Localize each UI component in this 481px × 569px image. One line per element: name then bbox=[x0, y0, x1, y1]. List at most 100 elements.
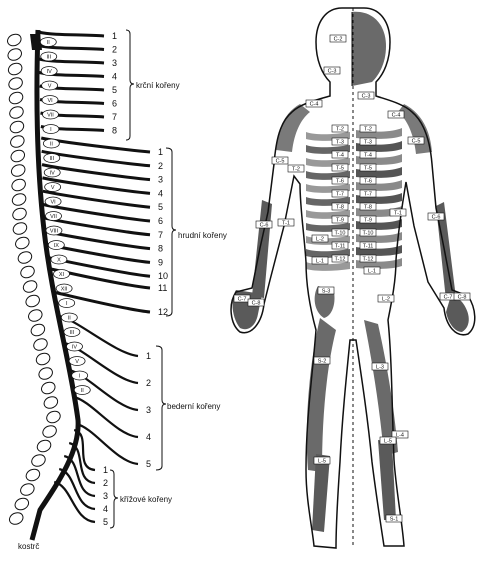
root-number: 1 bbox=[103, 465, 108, 475]
vertebra-label: IV bbox=[50, 171, 56, 177]
vertebra bbox=[34, 351, 51, 367]
vertebra bbox=[7, 61, 24, 77]
dermatome-tag: T-1 bbox=[394, 211, 402, 217]
dermatome-tag: T-4 bbox=[364, 153, 372, 159]
dermatome-tag: L-1 bbox=[368, 269, 376, 275]
dermatome-tag: L-5 bbox=[384, 439, 392, 445]
vertebra-label: VII bbox=[50, 214, 57, 220]
dermatome-tag: T-9 bbox=[364, 218, 372, 224]
vertebra bbox=[40, 380, 57, 396]
dermatome-tag: C-2 bbox=[334, 37, 343, 43]
vertebra bbox=[41, 424, 58, 440]
root-number: 2 bbox=[103, 478, 108, 488]
nerve-root bbox=[74, 397, 138, 437]
dermatome-tag: C-5 bbox=[412, 139, 421, 145]
dermatome-tag: C-7 bbox=[238, 297, 247, 303]
vertebra bbox=[9, 148, 26, 164]
vertebra-label: XI bbox=[59, 272, 65, 278]
root-number: 1 bbox=[112, 31, 117, 41]
dermatome-tag: T-11 bbox=[363, 244, 374, 250]
root-number: 10 bbox=[158, 271, 168, 281]
vertebra bbox=[6, 47, 23, 63]
vertebra-label: II bbox=[68, 316, 72, 322]
sacral-bracket bbox=[110, 470, 118, 528]
vertebra bbox=[42, 395, 59, 411]
dermatome-tag: T-8 bbox=[336, 205, 344, 211]
dermatome-tag: T-6 bbox=[364, 179, 372, 185]
root-number: 1 bbox=[146, 351, 151, 361]
root-number: 3 bbox=[112, 58, 117, 68]
vertebra-label: X bbox=[57, 258, 61, 264]
vertebra bbox=[32, 337, 49, 353]
dermatome-tag: C-3 bbox=[328, 69, 337, 75]
dermatome-tag: C-3 bbox=[362, 94, 371, 100]
root-number: 11 bbox=[158, 283, 167, 293]
vertebra-label: II bbox=[50, 142, 54, 148]
vertebra-label: II bbox=[47, 40, 51, 46]
dermatome-tag: T-2 bbox=[292, 167, 300, 173]
vertebra bbox=[7, 90, 24, 106]
root-number: 3 bbox=[158, 175, 163, 185]
dermatome-tag: T-10 bbox=[362, 231, 373, 237]
left-thigh-strip bbox=[307, 318, 336, 472]
root-number: 9 bbox=[158, 257, 163, 267]
vertebra bbox=[9, 134, 26, 150]
dermatome-tag: L-3 bbox=[376, 365, 384, 371]
dermatome-tag: S-1 bbox=[390, 517, 399, 523]
dermatome-tag: L-2 bbox=[382, 297, 390, 303]
lumbar-roots-label: bederní kořeny bbox=[167, 402, 220, 411]
vertebra bbox=[27, 308, 44, 324]
root-number: 3 bbox=[103, 491, 108, 501]
vertebra bbox=[8, 511, 25, 527]
root-number: 5 bbox=[146, 459, 151, 469]
dermatome-tag: C-6 bbox=[260, 223, 269, 229]
root-number: 8 bbox=[158, 244, 163, 254]
dermatome-tag: L-5 bbox=[318, 459, 326, 465]
cervical-bracket bbox=[126, 30, 134, 140]
dermatome-tag: C-4 bbox=[310, 102, 319, 108]
dermatome-tag: C-6 bbox=[432, 215, 441, 221]
dermatome-tag: C-5 bbox=[276, 159, 285, 165]
root-number: 2 bbox=[158, 161, 163, 171]
dermatome-tag: T-5 bbox=[336, 166, 344, 172]
root-number: 6 bbox=[158, 216, 163, 226]
lumbar-bracket bbox=[156, 346, 166, 470]
dermatome-tag: C-4 bbox=[392, 113, 401, 119]
vertebra-label: IX bbox=[54, 243, 60, 249]
dermatome-tag: S-3 bbox=[322, 289, 331, 295]
vertebra bbox=[10, 177, 27, 193]
vertebra bbox=[10, 192, 27, 208]
dermatome-tag: T-12 bbox=[362, 257, 373, 263]
dermatome-tag: T-12 bbox=[334, 257, 345, 263]
dermatome-tag: T-7 bbox=[364, 192, 372, 198]
vertebra-label: V bbox=[51, 185, 55, 191]
vertebra bbox=[7, 76, 24, 92]
dermatome-tag: T-2 bbox=[336, 127, 344, 133]
dermatome-tag: C-8 bbox=[252, 301, 261, 307]
root-number: 2 bbox=[146, 378, 151, 388]
root-number: 4 bbox=[146, 432, 151, 442]
thoracic-bracket bbox=[166, 148, 176, 316]
dermatome-tag: T-11 bbox=[335, 244, 346, 250]
root-number: 5 bbox=[112, 85, 117, 95]
vertebra bbox=[10, 163, 27, 179]
vertebra bbox=[6, 32, 23, 48]
vertebra bbox=[13, 496, 30, 512]
nerve-root bbox=[76, 424, 138, 464]
vertebra bbox=[19, 482, 36, 498]
vertebra bbox=[8, 119, 25, 135]
root-number: 5 bbox=[158, 202, 163, 212]
vertebra bbox=[37, 366, 54, 382]
dermatome-tag: T-7 bbox=[336, 192, 344, 198]
root-number: 6 bbox=[112, 99, 117, 109]
dermatome-tag: T-3 bbox=[336, 140, 344, 146]
dermatome-shading bbox=[233, 12, 469, 532]
vertebra bbox=[14, 235, 31, 251]
root-number: 7 bbox=[112, 112, 117, 122]
vertebra-label: VIII bbox=[50, 229, 59, 235]
vertebra-label: V bbox=[75, 359, 79, 365]
